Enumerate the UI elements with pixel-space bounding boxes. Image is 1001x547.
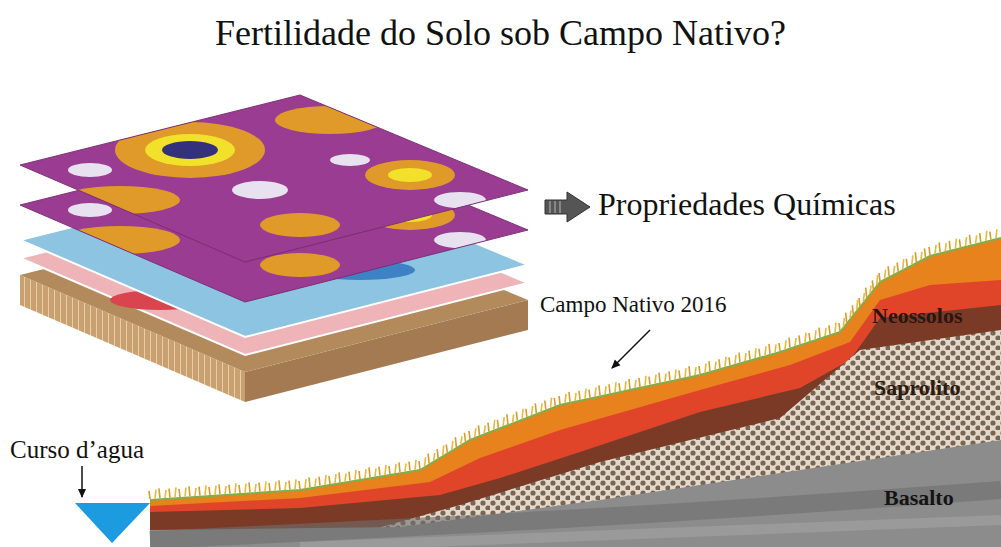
- water-symbol: [75, 503, 150, 543]
- leader-arrow: [612, 330, 650, 368]
- arrow-icon: [545, 192, 590, 222]
- soil-profile: [149, 229, 1001, 547]
- surface-label: Campo Nativo 2016: [540, 292, 727, 317]
- figure-title: Fertilidade do Solo sob Campo Nativo?: [215, 14, 786, 54]
- grass-tufts: [149, 229, 997, 499]
- leader-arrow: [81, 466, 83, 497]
- arrow-label: Propriedades Químicas: [598, 187, 896, 222]
- layer-purple: [20, 95, 528, 262]
- layer-label: Basalto: [884, 486, 954, 510]
- water-label: Curso d’agua: [10, 436, 144, 464]
- layer-label: Saprolito: [874, 376, 960, 400]
- layer-label: Neossolos: [872, 304, 962, 328]
